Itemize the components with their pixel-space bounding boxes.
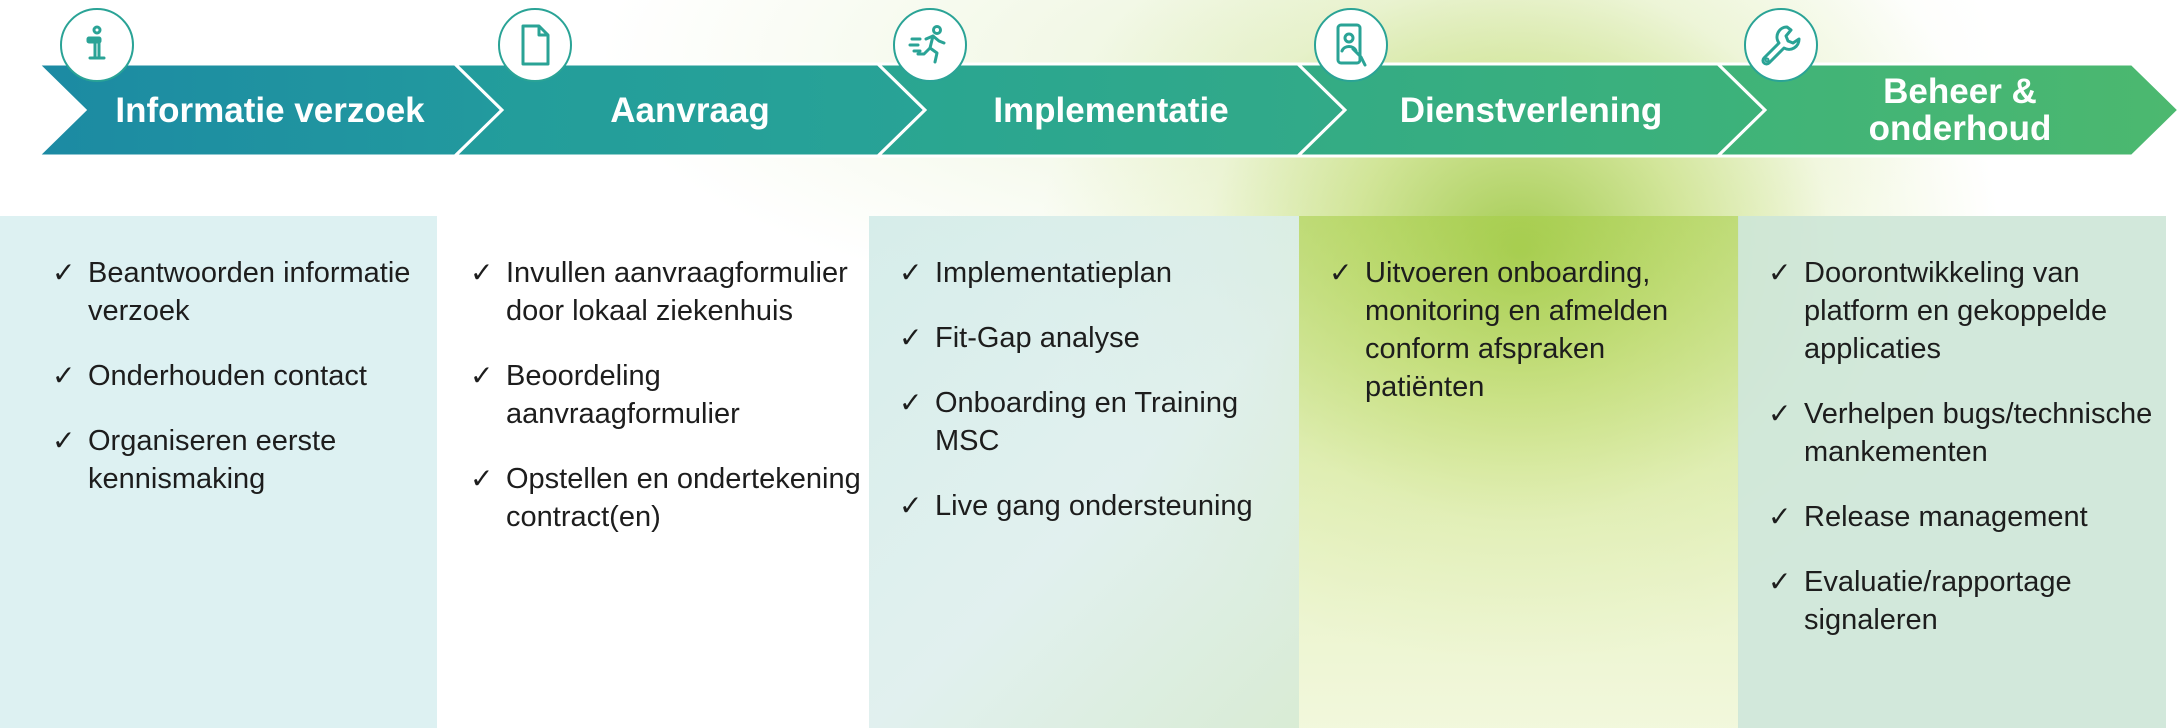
info-icon	[60, 8, 134, 82]
list-item: ✓Beoordeling aanvraagformulier	[470, 357, 870, 433]
check-icon: ✓	[899, 490, 923, 521]
list-item: ✓Implementatieplan	[899, 254, 1289, 292]
list-item: ✓Invullen aanvraagformulier door lokaal …	[470, 254, 870, 330]
check-icon: ✓	[1768, 566, 1792, 597]
checklist: ✓Doorontwikkeling van platform en gekopp…	[1768, 254, 2160, 639]
stage-title-implementatie: Implementatie	[993, 90, 1229, 130]
panel-aanvraag: ✓Invullen aanvraagformulier door lokaal …	[470, 216, 870, 728]
check-icon: ✓	[470, 360, 494, 391]
list-item: ✓Beantwoorden informatie verzoek	[52, 254, 437, 330]
check-icon: ✓	[470, 257, 494, 288]
list-item: ✓Verhelpen bugs/technische mankementen	[1768, 395, 2160, 471]
list-item: ✓Doorontwikkeling van platform en gekopp…	[1768, 254, 2160, 368]
list-item: ✓Onboarding en Training MSC	[899, 384, 1289, 460]
stage-title-informatie-verzoek: Informatie verzoek	[115, 90, 425, 130]
stage-title-aanvraag: Aanvraag	[610, 90, 770, 130]
check-icon: ✓	[1329, 257, 1353, 288]
check-icon: ✓	[52, 360, 76, 391]
checklist: ✓Implementatieplan ✓Fit-Gap analyse ✓Onb…	[899, 254, 1289, 525]
checklist: ✓Beantwoorden informatie verzoek ✓Onderh…	[52, 254, 437, 498]
list-item: ✓Release management	[1768, 498, 2160, 536]
check-icon: ✓	[899, 387, 923, 418]
check-icon: ✓	[52, 257, 76, 288]
list-item: ✓Live gang ondersteuning	[899, 487, 1289, 525]
checklist: ✓Invullen aanvraagformulier door lokaal …	[470, 254, 870, 536]
stage-title-beheer-onderhoud: Beheer & onderhoud	[1868, 72, 2052, 148]
check-icon: ✓	[899, 322, 923, 353]
list-item: ✓Fit-Gap analyse	[899, 319, 1289, 357]
stage-arrow-5	[1714, 62, 2179, 158]
panel-dienstverlening: ✓Uitvoeren onboarding, monitoring en afm…	[1299, 216, 1739, 728]
check-icon: ✓	[899, 257, 923, 288]
phone-touch-icon	[1314, 8, 1388, 82]
list-item: ✓Opstellen en ondertekening contract(en)	[470, 460, 870, 536]
list-item: ✓Uitvoeren onboarding, monitoring en afm…	[1329, 254, 1729, 406]
check-icon: ✓	[52, 425, 76, 456]
check-icon: ✓	[1768, 257, 1792, 288]
list-item: ✓Onderhouden contact	[52, 357, 437, 395]
wrench-icon	[1744, 8, 1818, 82]
check-icon: ✓	[470, 463, 494, 494]
list-item: ✓Evaluatie/rapportage signaleren	[1768, 563, 2160, 639]
panel-informatie-verzoek: ✓Beantwoorden informatie verzoek ✓Onderh…	[0, 216, 437, 728]
check-icon: ✓	[1768, 398, 1792, 429]
panel-implementatie: ✓Implementatieplan ✓Fit-Gap analyse ✓Onb…	[869, 216, 1299, 728]
checklist: ✓Uitvoeren onboarding, monitoring en afm…	[1329, 254, 1729, 406]
panel-beheer-onderhoud: ✓Doorontwikkeling van platform en gekopp…	[1738, 216, 2166, 728]
stage-title-dienstverlening: Dienstverlening	[1399, 90, 1663, 130]
running-person-icon	[893, 8, 967, 82]
document-icon	[498, 8, 572, 82]
list-item: ✓Organiseren eerste kennismaking	[52, 422, 437, 498]
check-icon: ✓	[1768, 501, 1792, 532]
